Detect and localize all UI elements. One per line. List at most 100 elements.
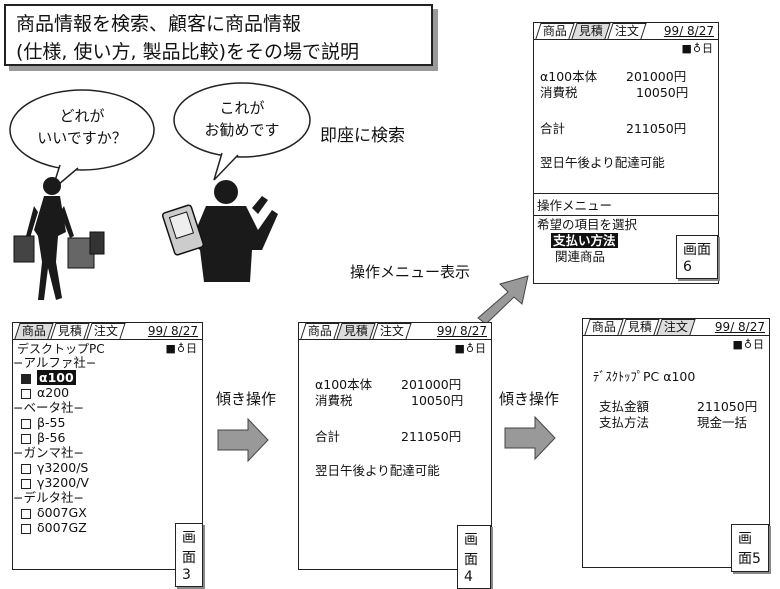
menu-prompt: 希望の項目を選択: [537, 217, 638, 232]
order-amount: 211050円: [697, 399, 758, 414]
menu-item-related[interactable]: 関連商品: [555, 249, 606, 264]
list-item-label: α100: [37, 370, 76, 385]
screen-3: 商品 見積 注文 99/ 8/27 デスクトップPC ■♁日 −アルファ社−α1…: [12, 322, 203, 587]
order-body: ﾃﾞｽｸﾄｯﾌﾟPC α100 支払金額 211050円 支払方法 現金一括: [583, 351, 769, 431]
customer-figure: [13, 177, 105, 300]
screen-5-caption: 画面5: [731, 524, 769, 572]
list-item[interactable]: δ007GX: [13, 505, 202, 520]
order-product: ﾃﾞｽｸﾄｯﾌﾟPC α100: [593, 369, 696, 384]
list-item-label: β-56: [37, 430, 66, 445]
salesman-figure: [161, 180, 278, 282]
tab-bar: 商品 見積 注文 99/ 8/27: [13, 323, 202, 340]
screen-4-caption: 画面4: [457, 525, 491, 589]
tab-quote[interactable]: 見積: [336, 323, 376, 339]
list-item-label: β-55: [37, 415, 66, 430]
quote-total-label: 合計: [540, 121, 566, 136]
list-item[interactable]: δ007GZ: [13, 520, 202, 535]
checkbox[interactable]: [21, 418, 31, 429]
arrow-screen3-to-4: [217, 417, 269, 463]
tab-product[interactable]: 商品: [300, 323, 340, 339]
list-item[interactable]: β-55: [13, 415, 202, 430]
tilt-label-1: 傾き操作: [216, 390, 277, 408]
quote-tax-label: 消費税: [315, 393, 353, 408]
checkbox[interactable]: [21, 463, 31, 474]
title-bar: ■♁日: [299, 340, 491, 355]
operation-menu-title: 操作メニュー: [534, 193, 718, 216]
screen-4: 商品 見積 注文 99/ 8/27 ■♁日 α100本体 201000円 消費税 1…: [298, 322, 492, 589]
checkbox[interactable]: [21, 373, 31, 384]
checkbox[interactable]: [21, 478, 31, 489]
tab-bar: 商品 見積 注文 99/ 8/27: [534, 23, 718, 40]
tab-quote[interactable]: 見積: [571, 23, 611, 39]
list-item[interactable]: α100: [13, 370, 202, 385]
arrow-screen4-to-6: [477, 275, 529, 325]
tab-order[interactable]: 注文: [656, 319, 696, 335]
date-display: 99/ 8/27: [663, 24, 714, 38]
right-bubble-text: これが お勧めです: [194, 97, 290, 141]
order-method: 現金一括: [697, 415, 748, 430]
quote-item: α100本体: [540, 69, 598, 84]
order-amount-label: 支払金額: [599, 399, 650, 414]
tab-quote[interactable]: 見積: [620, 319, 660, 335]
tilt-label-2: 傾き操作: [499, 390, 560, 408]
tab-order[interactable]: 注文: [607, 23, 647, 39]
title-bar: デスクトップPC ■♁日: [13, 340, 202, 356]
tab-bar: 商品 見積 注文 99/ 8/27: [299, 323, 491, 340]
date-display: 99/ 8/27: [147, 324, 198, 338]
quote-item: α100本体: [315, 377, 373, 392]
quote-tax-label: 消費税: [540, 85, 578, 100]
quote-delivery: 翌日午後より配達可能: [540, 155, 665, 170]
screen-title: デスクトップPC: [17, 342, 105, 356]
left-bubble-text: どれが いいですか？: [32, 105, 132, 149]
checkbox[interactable]: [21, 388, 31, 399]
list-item[interactable]: α200: [13, 385, 202, 400]
quote-delivery: 翌日午後より配達可能: [315, 463, 440, 478]
tab-order[interactable]: 注文: [372, 323, 412, 339]
group-header: −デルタ社−: [13, 490, 84, 505]
order-method-label: 支払方法: [599, 415, 650, 430]
tab-quote[interactable]: 見積: [50, 323, 90, 339]
status-icons: ■♁日: [681, 42, 714, 55]
tab-product[interactable]: 商品: [584, 319, 624, 335]
tab-product[interactable]: 商品: [14, 323, 54, 339]
quote-item-price: 201000円: [401, 377, 462, 392]
tab-order[interactable]: 注文: [86, 323, 126, 339]
checkbox[interactable]: [21, 508, 31, 519]
list-item-label: γ3200/S: [37, 460, 89, 475]
title-bar: ■♁日: [583, 336, 769, 351]
tab-bar: 商品 見積 注文 99/ 8/27: [583, 319, 769, 336]
left-bubble-line-1: どれが: [59, 107, 105, 125]
menu-display-label: 操作メニュー表示: [350, 263, 471, 281]
status-icons: ■♁日: [454, 342, 487, 355]
screen-3-caption: 画面3: [175, 523, 203, 587]
list-item[interactable]: γ3200/S: [13, 460, 202, 475]
quote-tax: 10050円: [411, 393, 464, 408]
list-item-label: α200: [37, 385, 70, 400]
date-display: 99/ 8/27: [714, 320, 765, 334]
left-bubble-line-2: いいですか？: [37, 129, 127, 147]
search-label: 即座に検索: [320, 126, 405, 146]
quote-tax: 10050円: [636, 85, 689, 100]
quote-total: 211050円: [401, 429, 462, 444]
list-item-label: δ007GZ: [37, 520, 87, 535]
checkbox[interactable]: [21, 523, 31, 534]
checkbox[interactable]: [21, 433, 31, 444]
headline-line-1: 商品情報を検索、顧客に商品情報: [16, 13, 302, 35]
right-bubble-line-1: これが: [219, 99, 265, 117]
status-icons: ■♁日: [165, 342, 198, 355]
tab-product[interactable]: 商品: [535, 23, 575, 39]
menu-item-payment[interactable]: 支払い方法: [551, 233, 618, 248]
list-item[interactable]: β-56: [13, 430, 202, 445]
list-item-label: δ007GX: [37, 505, 87, 520]
group-header: −ガンマ社−: [13, 445, 84, 460]
group-header: −アルファ社−: [13, 355, 97, 370]
list-item[interactable]: γ3200/V: [13, 475, 202, 490]
date-display: 99/ 8/27: [436, 324, 487, 338]
quote-total: 211050円: [626, 121, 687, 136]
headline-line-2: (仕様, 使い方, 製品比較)をその場で説明: [16, 41, 359, 63]
right-speech-bubble: [173, 82, 311, 181]
